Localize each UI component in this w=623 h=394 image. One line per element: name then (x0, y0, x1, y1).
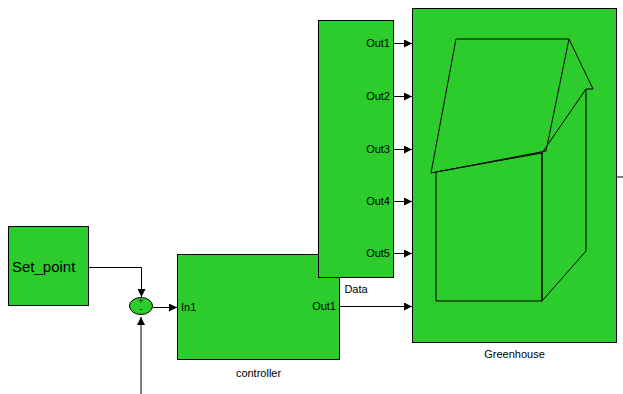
block-name: Data (344, 283, 367, 295)
signal-line (153, 307, 177, 308)
signal-line (394, 201, 412, 202)
controller-block: In1Out1controller (177, 254, 340, 360)
signal-line (394, 149, 412, 150)
sign-label: - (140, 305, 143, 315)
set-point-block: Set_point (8, 226, 89, 306)
port-label: Out1 (366, 37, 390, 49)
port-label: Out2 (366, 90, 390, 102)
port-label: Out4 (366, 195, 390, 207)
roof-front (431, 39, 569, 173)
feedback-wire (141, 317, 142, 394)
greenhouse-illustration (413, 9, 618, 344)
port-label: Out5 (366, 247, 390, 259)
block-name: controller (236, 367, 281, 379)
wall-front (436, 153, 542, 301)
signal-line (394, 96, 412, 97)
roof-side (569, 39, 593, 89)
wall-side (542, 89, 586, 301)
port-label: Out1 (312, 300, 336, 312)
block-label: Set_point (12, 259, 75, 276)
port-label: In1 (181, 301, 196, 313)
signal-line (89, 268, 142, 298)
signal-line (394, 253, 412, 254)
output-wire (617, 177, 623, 178)
port-label: Out3 (366, 143, 390, 155)
data-block: Out1Out2Out3Out4Out5Data (318, 20, 394, 278)
block-name: Greenhouse (484, 348, 545, 360)
greenhouse-block: Greenhouse (412, 8, 617, 343)
signal-line (340, 306, 412, 307)
sum-block: +- (129, 297, 153, 315)
signal-line (394, 43, 412, 44)
sum-circle (130, 298, 153, 315)
